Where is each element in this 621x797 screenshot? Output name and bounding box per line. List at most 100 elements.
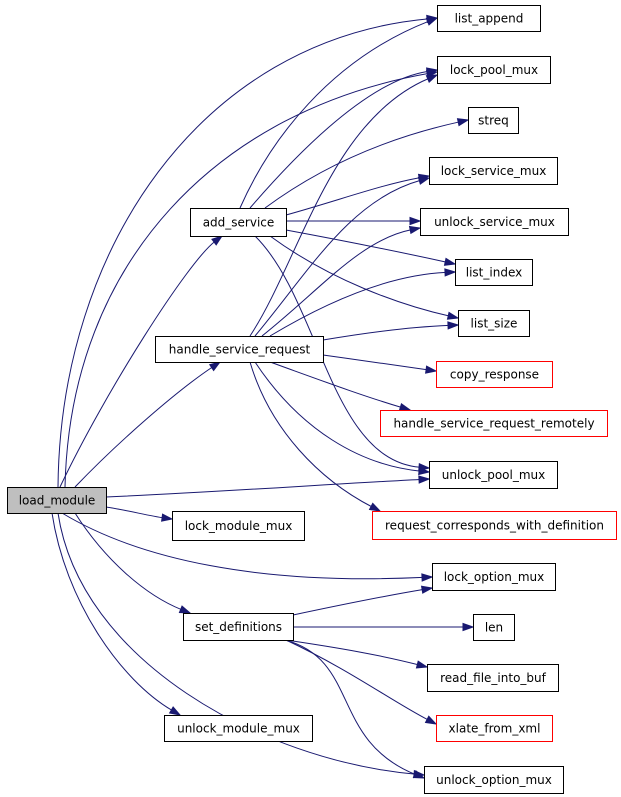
node-xlate_from_xml[interactable]: xlate_from_xml: [436, 715, 553, 742]
node-list_append[interactable]: list_append: [437, 5, 541, 32]
node-box[interactable]: [437, 56, 551, 84]
arrow-head-icon: [168, 706, 182, 716]
node-label: lock_service_mux: [441, 164, 547, 178]
node-box[interactable]: [172, 511, 305, 541]
edge-line: [269, 271, 447, 337]
edge-line: [269, 235, 450, 317]
node-label: handle_service_request: [169, 343, 311, 357]
edge-load_module-to-set_definitions: [74, 512, 192, 614]
arrow-head-icon: [408, 225, 422, 235]
node-box[interactable]: [437, 5, 541, 32]
node-box[interactable]: [436, 715, 553, 742]
node-box[interactable]: [380, 410, 608, 437]
node-label: lock_module_mux: [185, 519, 293, 533]
edge-line: [105, 506, 164, 519]
node-label: unlock_module_mux: [177, 722, 300, 736]
node-unlock_service_mux[interactable]: unlock_service_mux: [420, 208, 569, 236]
node-copy_response[interactable]: copy_response: [436, 361, 553, 388]
node-set_definitions[interactable]: set_definitions: [183, 613, 294, 641]
node-label: copy_response: [450, 368, 539, 382]
node-box[interactable]: [183, 613, 294, 641]
node-box[interactable]: [429, 461, 558, 489]
node-lock_option_mux[interactable]: lock_option_mux: [432, 563, 556, 591]
edge-handle_service_request-to-lock_pool_mux: [249, 74, 439, 337]
edge-line: [74, 512, 182, 611]
node-label: len: [485, 621, 503, 635]
node-label: lock_option_mux: [444, 570, 545, 584]
arrow-head-icon: [409, 216, 422, 226]
node-box[interactable]: [155, 336, 324, 363]
node-box[interactable]: [372, 511, 617, 540]
edge-load_module-to-unlock_module_mux: [51, 512, 182, 716]
node-read_file_into_buf[interactable]: read_file_into_buf: [427, 664, 559, 692]
edge-add_service-to-streq: [264, 118, 470, 209]
edge-handle_service_request-to-copy_response: [322, 354, 438, 374]
edge-add_service-to-list_size: [269, 235, 460, 320]
node-box[interactable]: [190, 208, 287, 237]
node-box[interactable]: [468, 107, 519, 134]
edge-load_module-to-unlock_pool_mux: [105, 475, 431, 498]
edge-line: [284, 639, 416, 776]
arrow-head-icon: [211, 235, 224, 246]
edge-add_service-to-list_append: [239, 17, 439, 209]
edge-load_module-to-lock_option_mux: [61, 512, 434, 582]
node-box[interactable]: [164, 715, 313, 742]
arrow-head-icon: [398, 402, 412, 412]
arrow-head-icon: [425, 17, 439, 26]
edge-line: [322, 324, 450, 341]
node-unlock_pool_mux[interactable]: unlock_pool_mux: [429, 461, 558, 489]
node-list_size[interactable]: list_size: [458, 310, 530, 337]
node-request_corresponds_with_definition[interactable]: request_corresponds_with_definition: [372, 511, 617, 540]
node-handle_service_request_remotely[interactable]: handle_service_request_remotely: [380, 410, 608, 437]
node-lock_module_mux[interactable]: lock_module_mux: [172, 511, 305, 541]
node-box[interactable]: [429, 157, 558, 185]
arrow-head-icon: [415, 660, 429, 669]
edge-line: [61, 512, 424, 580]
node-unlock_option_mux[interactable]: unlock_option_mux: [424, 766, 564, 794]
edge-load_module-to-lock_module_mux: [105, 506, 174, 522]
node-label: load_module: [19, 494, 96, 508]
node-streq[interactable]: streq: [468, 107, 519, 134]
node-lock_service_mux[interactable]: lock_service_mux: [429, 157, 558, 185]
node-box[interactable]: [427, 664, 559, 692]
arrow-head-icon: [417, 176, 431, 185]
arrow-head-icon: [161, 513, 174, 522]
arrow-head-icon: [444, 268, 457, 277]
node-box[interactable]: [458, 310, 530, 337]
arrow-head-icon: [462, 622, 475, 632]
node-box[interactable]: [473, 614, 515, 641]
node-add_service[interactable]: add_service: [190, 208, 287, 237]
node-label: list_append: [455, 12, 524, 26]
node-box[interactable]: [424, 766, 564, 794]
node-box[interactable]: [432, 563, 556, 591]
arrow-head-icon: [368, 502, 382, 512]
edge-line: [249, 70, 429, 209]
arrow-head-icon: [412, 770, 426, 779]
node-load_module[interactable]: load_module: [7, 487, 107, 514]
edge-line: [269, 361, 402, 408]
edge-line: [285, 639, 429, 721]
node-box[interactable]: [420, 208, 569, 236]
edge-add_service-to-lock_pool_mux: [249, 67, 439, 209]
node-label: list_index: [466, 266, 522, 280]
node-label: xlate_from_xml: [449, 722, 541, 736]
node-box[interactable]: [7, 487, 107, 514]
node-lock_pool_mux[interactable]: lock_pool_mux: [437, 56, 551, 84]
arrow-head-icon: [208, 361, 222, 372]
edge-set_definitions-to-lock_option_mux: [292, 585, 434, 616]
edge-line: [59, 241, 216, 488]
node-label: unlock_pool_mux: [442, 468, 545, 482]
node-handle_service_request[interactable]: handle_service_request: [155, 336, 324, 363]
node-box[interactable]: [436, 361, 553, 388]
edge-add_service-to-list_index: [285, 229, 457, 266]
edge-line: [57, 512, 416, 775]
node-len[interactable]: len: [473, 614, 515, 641]
node-list_index[interactable]: list_index: [455, 259, 533, 286]
node-unlock_module_mux[interactable]: unlock_module_mux: [164, 715, 313, 742]
node-box[interactable]: [455, 259, 533, 286]
arrow-head-icon: [418, 466, 431, 476]
edge-line: [264, 121, 460, 209]
edge-load_module-to-handle_service_request: [74, 361, 222, 488]
edge-handle_service_request-to-list_size: [322, 321, 460, 341]
